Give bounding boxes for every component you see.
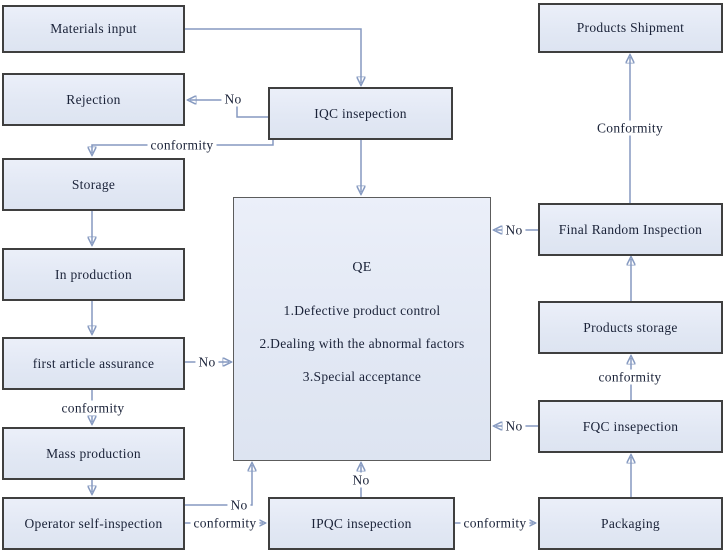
node-mass-production: Mass production bbox=[2, 427, 185, 480]
node-final-random-inspection: Final Random Inspection bbox=[538, 203, 723, 256]
node-materials-input: Materials input bbox=[2, 5, 185, 53]
edge-label-conformity: conformity bbox=[190, 515, 260, 531]
node-storage: Storage bbox=[2, 158, 185, 211]
node-ipqc-inspection: IPQC insepection bbox=[268, 497, 455, 550]
qe-item: 3.Special acceptance bbox=[302, 369, 422, 384]
edge-label-no: No bbox=[502, 418, 526, 434]
connector-operator-to-qe bbox=[185, 465, 252, 506]
node-fqc-inspection: FQC insepection bbox=[538, 400, 723, 453]
node-products-shipment: Products Shipment bbox=[538, 3, 723, 53]
node-rejection: Rejection bbox=[2, 73, 185, 126]
node-packaging: Packaging bbox=[538, 497, 723, 550]
node-label: Operator self-inspection bbox=[24, 515, 163, 531]
node-label: Mass production bbox=[46, 445, 141, 461]
node-label: Final Random Inspection bbox=[558, 221, 703, 237]
edge-label-conformity: conformity bbox=[595, 369, 665, 385]
edge-label-conformity: conformity bbox=[58, 400, 128, 416]
edge-label-conformity: conformity bbox=[147, 137, 217, 153]
edge-label-conformity: Conformity bbox=[594, 120, 666, 136]
node-iqc-inspection: IQC insepection bbox=[268, 87, 453, 140]
edge-label-no: No bbox=[227, 497, 251, 513]
edge-label-no: No bbox=[195, 354, 219, 370]
connector-iqc-to-rejection bbox=[190, 100, 268, 118]
edge-label-conformity: conformity bbox=[460, 515, 530, 531]
node-label: Products Shipment bbox=[576, 20, 685, 35]
node-label: IPQC insepection bbox=[311, 515, 412, 531]
node-label: first article assurance bbox=[32, 355, 155, 371]
qe-title: QE bbox=[352, 260, 372, 275]
node-first-article-assurance: first article assurance bbox=[2, 337, 185, 390]
edge-label-no: No bbox=[221, 91, 245, 107]
node-in-production: In production bbox=[2, 248, 185, 301]
node-label: IQC insepection bbox=[314, 105, 407, 121]
node-products-storage: Products storage bbox=[538, 301, 723, 354]
node-label: Products storage bbox=[583, 319, 678, 335]
node-label: Rejection bbox=[66, 91, 121, 107]
edge-label-no: No bbox=[349, 472, 373, 488]
node-operator-self-inspection: Operator self-inspection bbox=[2, 497, 185, 550]
connector-materials-to-iqc bbox=[185, 28, 361, 83]
node-label: In production bbox=[54, 266, 132, 282]
node-label: Packaging bbox=[601, 515, 660, 531]
edge-label-no: No bbox=[502, 222, 526, 238]
node-label: Materials input bbox=[50, 21, 137, 36]
node-qe: QE 1.Defective product control 2.Dealing… bbox=[233, 197, 491, 461]
node-label: Storage bbox=[71, 176, 116, 192]
qe-item: 1.Defective product control bbox=[283, 303, 441, 318]
node-label: FQC insepection bbox=[582, 418, 679, 434]
qe-item: 2.Dealing with the abnormal factors bbox=[259, 336, 465, 351]
